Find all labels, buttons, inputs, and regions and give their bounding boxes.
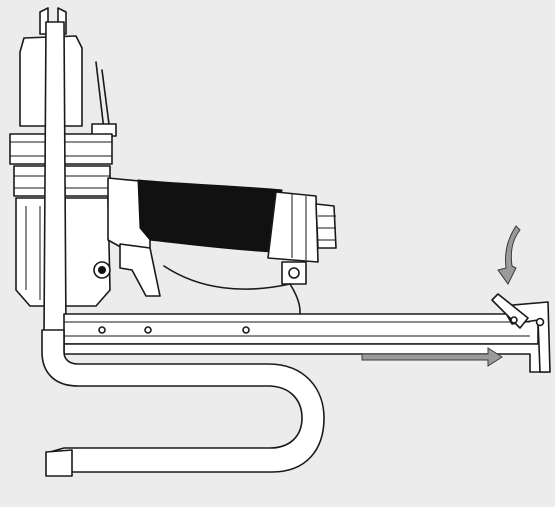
- pusher-hook: [41, 329, 325, 477]
- fitting-ribs: [318, 215, 336, 241]
- trigger[interactable]: [119, 243, 161, 297]
- exhaust-rod: [101, 69, 111, 133]
- rear-cap: [267, 191, 319, 263]
- handle-grip[interactable]: [137, 179, 283, 253]
- driver-guide: [43, 21, 67, 335]
- rail-rivet-icon: [144, 326, 152, 334]
- curved-arrow-down-icon: [497, 225, 521, 285]
- latch-release-arrow: [497, 225, 521, 285]
- exhaust-block: [91, 123, 117, 137]
- arrow-right-icon: [361, 347, 503, 367]
- magazine: [63, 293, 551, 373]
- stapler-body: [9, 7, 337, 335]
- latch-pin-icon: [535, 317, 545, 327]
- pull-direction-arrow: [361, 347, 503, 367]
- pivot-center: [98, 266, 106, 274]
- rail-rivet-icon: [98, 326, 106, 334]
- magazine-rail: [63, 313, 539, 345]
- rail-grooves: [64, 321, 530, 337]
- lever-pivot-icon: [510, 316, 518, 324]
- exhaust-rod: [95, 61, 105, 131]
- rail-rivet-icon: [242, 326, 250, 334]
- rear-cap-ribs: [291, 194, 307, 260]
- nose-ridge: [25, 206, 41, 300]
- air-inlet-fitting[interactable]: [315, 203, 337, 249]
- handle-underside: [163, 265, 291, 290]
- pusher-tip: [45, 449, 73, 477]
- lug-hole-icon: [288, 267, 300, 279]
